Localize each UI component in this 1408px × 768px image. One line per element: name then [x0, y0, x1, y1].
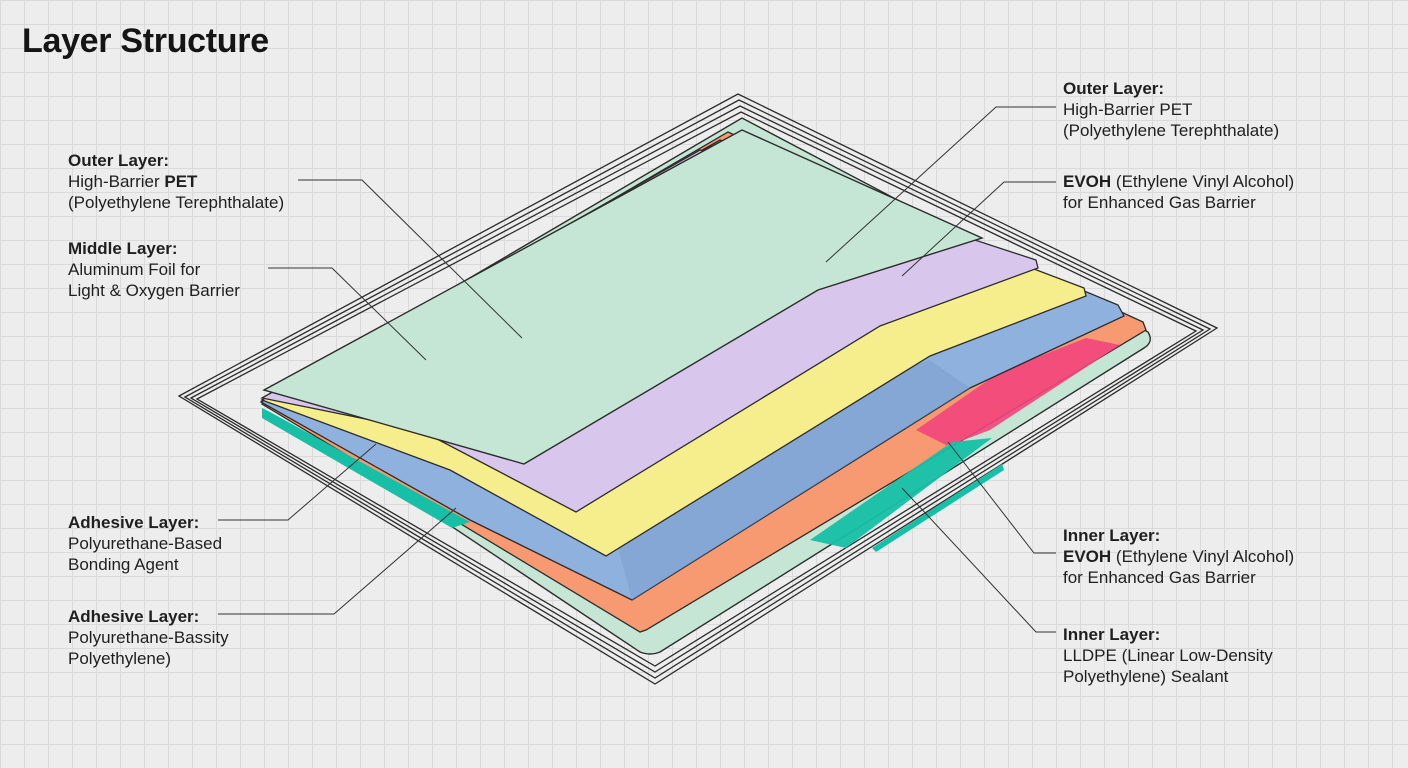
label-heading: Outer Layer:	[68, 151, 170, 170]
label-right-outer-layer: Outer Layer: High-Barrier PET (Polyethyl…	[1063, 78, 1279, 141]
leader-lines	[218, 106, 1056, 633]
label-line: Polyurethane-Bassity	[68, 628, 229, 647]
label-bold-text: EVOH	[1063, 172, 1112, 191]
label-heading: Inner Layer:	[1063, 526, 1161, 545]
label-right-inner-layer-2: Inner Layer: LLDPE (Linear Low-Density P…	[1063, 624, 1273, 687]
teal-accent-left	[262, 408, 470, 528]
label-line: (Polyethylene Terephthalate)	[1063, 121, 1280, 140]
label-left-adhesive-layer-1: Adhesive Layer: Polyurethane-Based Bondi…	[68, 512, 222, 575]
label-left-middle-layer: Middle Layer: Aluminum Foil for Light & …	[68, 238, 240, 301]
label-heading: Adhesive Layer:	[68, 513, 200, 532]
outer-frame	[177, 93, 1219, 685]
label-heading: Outer Layer:	[1063, 79, 1165, 98]
label-heading: Middle Layer:	[68, 239, 178, 258]
label-line: High-Barrier PET	[68, 171, 284, 192]
label-left-adhesive-layer-2: Adhesive Layer: Polyurethane-Bassity Pol…	[68, 606, 229, 669]
teal-accent-orange	[810, 438, 992, 548]
page-title: Layer Structure	[22, 22, 269, 60]
label-line: Polyethylene)	[68, 649, 172, 668]
label-bold-text: PET	[164, 172, 198, 191]
pink-accent	[916, 338, 1120, 446]
sealant-teal-stripe	[872, 464, 1004, 552]
label-text: (Ethylene Vinyl Alcohol)	[1111, 547, 1295, 566]
label-line: LLDPE (Linear Low-Density	[1063, 646, 1273, 665]
label-left-outer-layer: Outer Layer: High-Barrier PET (Polyethyl…	[68, 150, 284, 213]
label-line: Polyurethane-Based	[68, 534, 223, 553]
label-line: Light & Oxygen Barrier	[68, 281, 240, 300]
label-line: Bonding Agent	[68, 555, 179, 574]
label-heading: Inner Layer:	[1063, 625, 1161, 644]
label-line: EVOH (Ethylene Vinyl Alcohol)	[1063, 546, 1294, 567]
pet-layer	[262, 129, 984, 465]
label-line: for Enhanced Gas Barrier	[1063, 568, 1256, 587]
label-line: for Enhanced Gas Barrier	[1063, 193, 1256, 212]
label-right-inner-layer-1: Inner Layer: EVOH (Ethylene Vinyl Alcoho…	[1063, 525, 1294, 588]
label-text: (Ethylene Vinyl Alcohol)	[1111, 172, 1295, 191]
label-line: (Polyethylene Terephthalate)	[68, 193, 285, 212]
label-heading: Adhesive Layer:	[68, 607, 200, 626]
label-line: EVOH (Ethylene Vinyl Alcohol)	[1063, 171, 1294, 192]
label-line: Polyethylene) Sealant	[1063, 667, 1229, 686]
label-bold-text: EVOH	[1063, 547, 1112, 566]
label-right-evoh-layer: EVOH (Ethylene Vinyl Alcohol) for Enhanc…	[1063, 171, 1294, 213]
blue-layer-shade	[600, 360, 970, 600]
label-line: Aluminum Foil for	[68, 260, 201, 279]
label-text: High-Barrier	[68, 172, 165, 191]
label-line: High-Barrier PET	[1063, 100, 1193, 119]
